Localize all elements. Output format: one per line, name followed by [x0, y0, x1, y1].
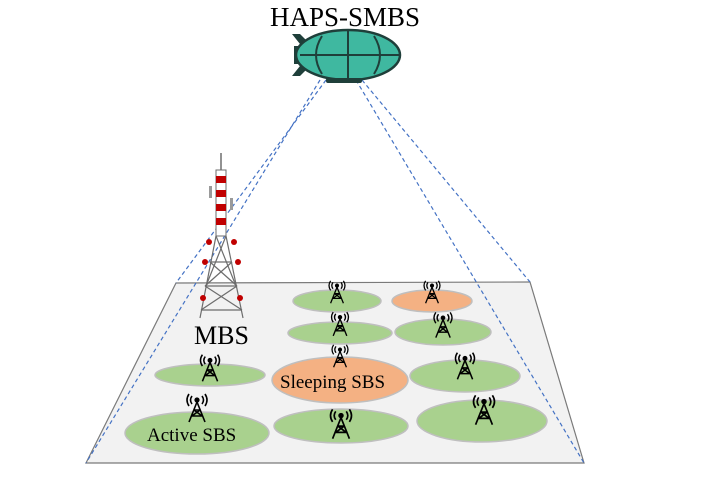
active-sbs-cell	[416, 399, 548, 443]
tower-antenna	[209, 186, 212, 198]
sleeping-sbs-cell	[391, 289, 473, 313]
mbs-label: MBS	[194, 321, 249, 350]
small-cells	[124, 280, 548, 455]
active-sbs-cell	[287, 321, 393, 345]
active-sbs-cell	[409, 359, 521, 393]
tower-antenna	[230, 198, 233, 210]
active-sbs-cell	[292, 289, 382, 313]
tower-stripe	[216, 190, 226, 197]
antenna-icon	[199, 354, 221, 382]
antenna-icon	[472, 394, 496, 426]
antenna-icon	[330, 311, 350, 337]
beam-line-left-outer	[85, 79, 321, 464]
tower-mast	[215, 169, 227, 237]
tower-stripe	[216, 176, 226, 183]
antenna-icon	[423, 280, 441, 304]
active-sbs-label: Active SBS	[147, 425, 237, 446]
antenna-icon	[329, 408, 353, 440]
antenna-icon	[328, 280, 346, 304]
haps-smbs-label: HAPS-SMBS	[270, 2, 421, 32]
antenna-icon	[454, 352, 476, 380]
cell-tower-icon	[199, 153, 244, 319]
tower-lattice	[199, 235, 244, 319]
airship-panels	[300, 30, 400, 80]
tower-stripe	[216, 204, 226, 211]
airship-icon	[292, 28, 402, 83]
beam-line-right-inner	[361, 79, 531, 283]
antenna-icon	[331, 344, 349, 368]
beam-line-left-inner	[175, 79, 327, 284]
sleeping-sbs-label: Sleeping SBS	[280, 372, 386, 393]
haps-beam	[85, 79, 585, 464]
antenna-icon	[433, 312, 453, 338]
antenna-icon	[186, 393, 208, 423]
tower-beacons	[200, 239, 243, 301]
tower-stripe	[216, 218, 226, 225]
beam-line-right-outer	[355, 79, 585, 464]
airship-gondola	[326, 78, 362, 83]
